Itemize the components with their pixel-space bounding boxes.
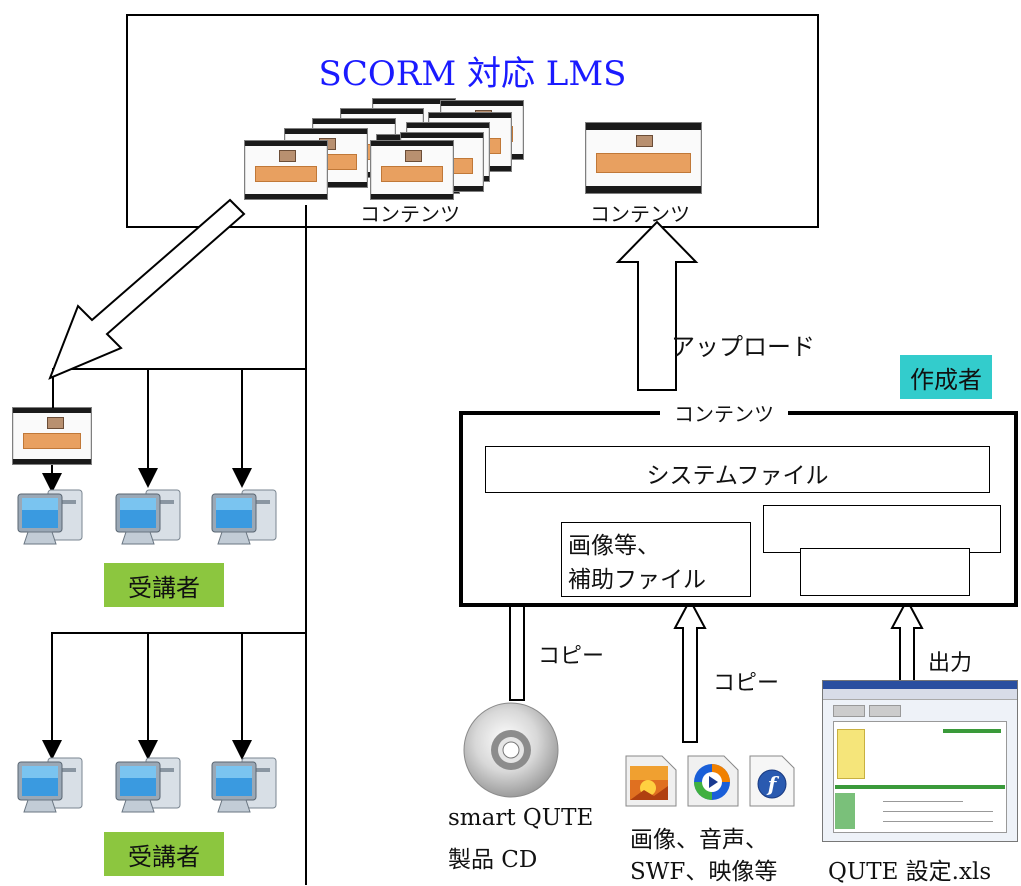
network-branch-line-top: [52, 368, 306, 370]
copy-label-cd: コピー: [538, 644, 605, 669]
content-package-title: コンテンツ: [660, 398, 788, 427]
network-drop-line: [52, 368, 54, 408]
media-label-line1: 画像、音声、: [630, 827, 768, 853]
cd-label-line1: smart QUTE: [448, 805, 594, 831]
content-thumbnail: [370, 140, 454, 200]
aux-files-label-line1: 画像等、: [568, 533, 660, 559]
config-file-box-front: [800, 548, 970, 596]
pc-icon: [115, 489, 181, 545]
lms-contents-label-right: コンテンツ: [590, 202, 690, 226]
pc-icon: [17, 757, 83, 813]
svg-text:f: f: [766, 772, 780, 796]
content-thumbnail: [244, 140, 328, 200]
excel-label: QUTE 設定.xls: [828, 859, 992, 885]
pc-icon: [115, 757, 181, 813]
flash-icon: f: [749, 755, 795, 807]
lms-title: SCORM 対応 LMS: [318, 54, 627, 94]
output-arrow: [890, 597, 924, 684]
author-badge: 作成者: [900, 355, 992, 399]
upload-label: アップロード: [671, 333, 815, 361]
pc-icon: [211, 489, 277, 545]
copy-label-media: コピー: [713, 671, 780, 696]
learners-badge-top: 受講者: [104, 563, 224, 607]
learners-badge-bottom: 受講者: [104, 832, 224, 876]
cd-label-line2: 製品 CD: [448, 847, 538, 873]
upload-arrow: [615, 220, 699, 391]
media-label-line2: SWF、映像等: [630, 859, 778, 885]
image-file-icon: [625, 755, 677, 807]
delivery-arrow: [48, 198, 246, 380]
system-file-label: システムファイル: [646, 463, 829, 489]
output-label: 出力: [928, 651, 973, 676]
system-file-box: [485, 446, 990, 493]
copy-arrow-media: [673, 597, 707, 743]
lms-contents-label-left: コンテンツ: [360, 202, 460, 226]
spreadsheet-icon: [822, 680, 1018, 842]
aux-files-label-line2: 補助ファイル: [568, 567, 706, 593]
cd-icon: [463, 702, 559, 798]
network-trunk-line: [305, 205, 307, 885]
pc-icon: [17, 489, 83, 545]
config-file-box-back: [763, 505, 1001, 553]
pc-icon: [211, 757, 277, 813]
aux-files-box: [561, 522, 751, 597]
media-player-icon: [687, 755, 739, 807]
uploaded-content-thumbnail: [585, 122, 702, 194]
network-branch-line-bottom: [52, 632, 306, 634]
